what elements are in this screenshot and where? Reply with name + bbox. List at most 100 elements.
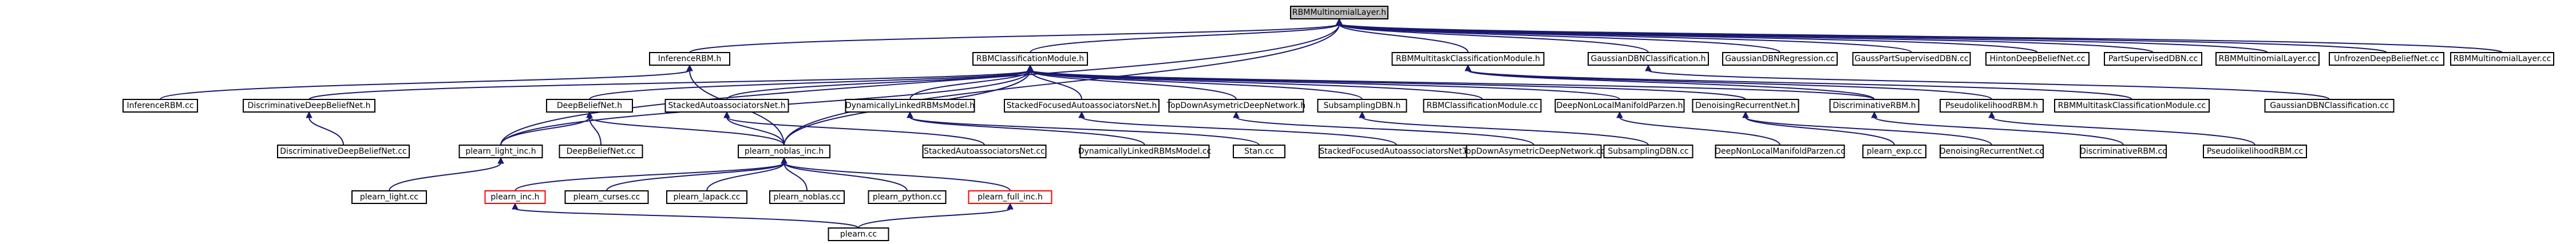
node-rbmmultinomiallayer-h[interactable]: RBMMultinomialLayer.h — [1290, 6, 1388, 19]
node-gaussiandbnregression-cc[interactable]: GaussianDBNRegression.cc — [1722, 52, 1838, 66]
edge-plearn-light-cc-to-plearn-light-inc-h — [389, 157, 504, 191]
node-plearn-light-cc[interactable]: plearn_light.cc — [351, 190, 427, 204]
node-plearn-python-cc[interactable]: plearn_python.cc — [868, 190, 947, 204]
node-subsamplingdbn-h[interactable]: SubsamplingDBN.h — [1317, 99, 1407, 113]
node-discriminativerbm-cc[interactable]: DiscriminativeRBM.cc — [2080, 145, 2167, 158]
node-box — [1940, 99, 2044, 113]
node-rbmclassificationmodule-cc[interactable]: RBMClassificationModule.cc — [1423, 99, 1542, 113]
node-label: PseudolikelihoodRBM.cc — [2207, 147, 2303, 156]
node-deepnonlocalmanifoldparzen-cc[interactable]: DeepNonLocalManifoldParzen.cc — [1715, 145, 1845, 158]
edge-plearn-full-inc-h-to-plearn-noblas-inc-h — [781, 157, 1011, 191]
node-plearn-curses-cc[interactable]: plearn_curses.cc — [564, 190, 649, 204]
node-inferencerbm-cc[interactable]: InferenceRBM.cc — [122, 99, 198, 113]
node-stackedfocusedautoassociatorsnet-cc[interactable]: StackedFocusedAutoassociatorsNet.cc — [1319, 145, 1474, 158]
node-denoisingrecurrentnet-h[interactable]: DenoisingRecurrentNet.h — [1692, 99, 1799, 113]
node-plearn-noblas-cc[interactable]: plearn_noblas.cc — [769, 190, 845, 204]
node-label: PartSupervisedDBN.cc — [2108, 54, 2198, 63]
edge-inferencerbm-cc-to-inferencerbm-h — [160, 64, 693, 100]
node-box — [1423, 99, 1542, 113]
node-denoisingrecurrentnet-cc[interactable]: DenoisingRecurrentNet.cc — [1940, 145, 2044, 158]
node-box — [769, 190, 845, 204]
node-gaussiandbnclassification-cc[interactable]: GaussianDBNClassification.cc — [2264, 99, 2395, 113]
edges-layer — [160, 18, 2503, 229]
node-pseudolikelihoodrbm-cc[interactable]: PseudolikelihoodRBM.cc — [2203, 145, 2307, 158]
node-stackedfocusedautoassociatorsnet-h[interactable]: StackedFocusedAutoassociatorsNet.h — [1004, 99, 1160, 113]
node-topdownasymetricdeepnetwork-cc[interactable]: TopDownAsymetricDeepNetwork.cc — [1462, 145, 1605, 158]
node-dynamicallylinkedrbmsmodel-cc[interactable]: DynamicallyLinkedRBMsModel.cc — [1078, 145, 1212, 158]
node-box — [922, 145, 1047, 158]
node-rbmmultinomiallayer-cc[interactable]: RBMMultinomialLayer.cc — [2215, 52, 2320, 66]
node-topdownasymetricdeepnetwork-h[interactable]: TopDownAsymetricDeepNetwork.h — [1166, 99, 1305, 113]
edge-inferencerbm-h-to-rbmmultinomiallayer-h — [689, 18, 1343, 53]
node-box — [559, 145, 643, 158]
node-inferencerbm-h[interactable]: InferenceRBM.h — [649, 52, 730, 66]
node-box — [1862, 145, 1926, 158]
node-box — [1588, 52, 1709, 66]
edge-discriminativerbm-h-to-rbmmultitaskclassificationmodule-h — [1465, 64, 1875, 100]
node-box — [1852, 52, 1971, 66]
node-plearn-noblas-inc-h[interactable]: plearn_noblas_inc.h — [738, 145, 830, 158]
node-rbmmultitaskclassificationmodule-h[interactable]: RBMMultitaskClassificationModule.h — [1391, 52, 1545, 66]
node-partsuperviseddbn-cc[interactable]: PartSupervisedDBN.cc — [2104, 52, 2202, 66]
node-box — [828, 227, 889, 241]
node-dynamicallylinkedrbmsmodel-h[interactable]: DynamicallyLinkedRBMsModel.h — [845, 99, 975, 113]
node-stackedautoassociatorsnet-h[interactable]: StackedAutoassociatorsNet.h — [664, 99, 789, 113]
edge-rbmmultitaskclassificationmodule-cc-to-rbmmultitaskclassificationmodule-h — [1465, 64, 2132, 100]
node-box — [2215, 52, 2320, 66]
node-label: GaussPartSupervisedDBN.cc — [1854, 54, 1968, 63]
node-plearn-exp-cc[interactable]: plearn_exp.cc — [1862, 145, 1926, 158]
edge-plearn-lapack-cc-to-plearn-noblas-inc-h — [706, 157, 788, 191]
node-box — [2264, 99, 2395, 113]
edge-stackedfocusedautoassociatorsnet-h-to-rbmclassificationmodule-h — [1027, 64, 1082, 100]
node-box — [1233, 145, 1285, 158]
node-plearn-cc[interactable]: plearn.cc — [828, 227, 889, 241]
node-plearn-lapack-cc[interactable]: plearn_lapack.cc — [666, 190, 747, 204]
node-label: DiscriminativeDeepBeliefNet.h — [248, 101, 371, 110]
node-gaussiandbnclassification-h[interactable]: GaussianDBNClassification.h — [1588, 52, 1709, 66]
node-rbmmultinomiallayer-cc[interactable]: RBMMultinomialLayer.cc — [2450, 52, 2554, 66]
node-box — [1940, 145, 2044, 158]
node-label: SubsamplingDBN.h — [1324, 101, 1401, 110]
node-label: DiscriminativeDeepBeliefNet.cc — [280, 147, 406, 156]
node-label: TopDownAsymetricDeepNetwork.cc — [1462, 147, 1605, 156]
node-box — [1985, 52, 2090, 66]
node-pseudolikelihoodrbm-h[interactable]: PseudolikelihoodRBM.h — [1940, 99, 2044, 113]
node-label: StackedAutoassociatorsNet.h — [668, 101, 785, 110]
node-discriminativedeepbeliefnet-h[interactable]: DiscriminativeDeepBeliefNet.h — [243, 99, 375, 113]
node-unfrozendeepbeliefnet-cc[interactable]: UnfrozenDeepBeliefNet.cc — [2329, 52, 2444, 66]
node-label: RBMClassificationModule.cc — [1427, 101, 1538, 110]
node-box — [1004, 99, 1160, 113]
edge-deepbeliefnet-h-to-rbmclassificationmodule-h — [589, 64, 1034, 100]
node-plearn-full-inc-h[interactable]: plearn_full_inc.h — [968, 190, 1052, 204]
node-gausspartsuperviseddbn-cc[interactable]: GaussPartSupervisedDBN.cc — [1852, 52, 1971, 66]
node-rbmclassificationmodule-h[interactable]: RBMClassificationModule.h — [972, 52, 1088, 66]
node-subsamplingdbn-cc[interactable]: SubsamplingDBN.cc — [1603, 145, 1693, 158]
edge-dynamicallylinkedrbmsmodel-cc-to-dynamicallylinkedrbmsmodel-h — [907, 111, 1145, 146]
node-box — [564, 190, 649, 204]
node-rbmmultitaskclassificationmodule-cc[interactable]: RBMMultitaskClassificationModule.cc — [2054, 99, 2210, 113]
node-label: RBMMultinomialLayer.cc — [2454, 54, 2551, 63]
node-stackedautoassociatorsnet-cc[interactable]: StackedAutoassociatorsNet.cc — [922, 145, 1047, 158]
node-discriminativerbm-h[interactable]: DiscriminativeRBM.h — [1829, 99, 1920, 113]
node-label: DeepBeliefNet.cc — [567, 147, 636, 156]
node-box — [1715, 145, 1845, 158]
node-box — [2080, 145, 2167, 158]
node-label: StackedFocusedAutoassociatorsNet.h — [1007, 101, 1157, 110]
node-label: DiscriminativeRBM.cc — [2080, 147, 2167, 156]
node-label: RBMMultitaskClassificationModule.h — [1396, 54, 1540, 63]
node-hintondeepbeliefnet-cc[interactable]: HintonDeepBeliefNet.cc — [1985, 52, 2090, 66]
node-plearn-light-inc-h[interactable]: plearn_light_inc.h — [458, 145, 543, 158]
node-label: InferenceRBM.cc — [126, 101, 193, 110]
node-box — [1603, 145, 1693, 158]
node-deepbeliefnet-cc[interactable]: DeepBeliefNet.cc — [559, 145, 643, 158]
node-discriminativedeepbeliefnet-cc[interactable]: DiscriminativeDeepBeliefNet.cc — [277, 145, 410, 158]
node-label: StackedAutoassociatorsNet.cc — [924, 147, 1045, 156]
node-box — [2203, 145, 2307, 158]
node-deepnonlocalmanifoldparzen-h[interactable]: DeepNonLocalManifoldParzen.h — [1554, 99, 1685, 113]
node-plearn-inc-h[interactable]: plearn_inc.h — [484, 190, 546, 204]
node-stan-cc[interactable]: Stan.cc — [1233, 145, 1285, 158]
node-box — [968, 190, 1052, 204]
node-deepbeliefnet-h[interactable]: DeepBeliefNet.h — [546, 99, 633, 113]
